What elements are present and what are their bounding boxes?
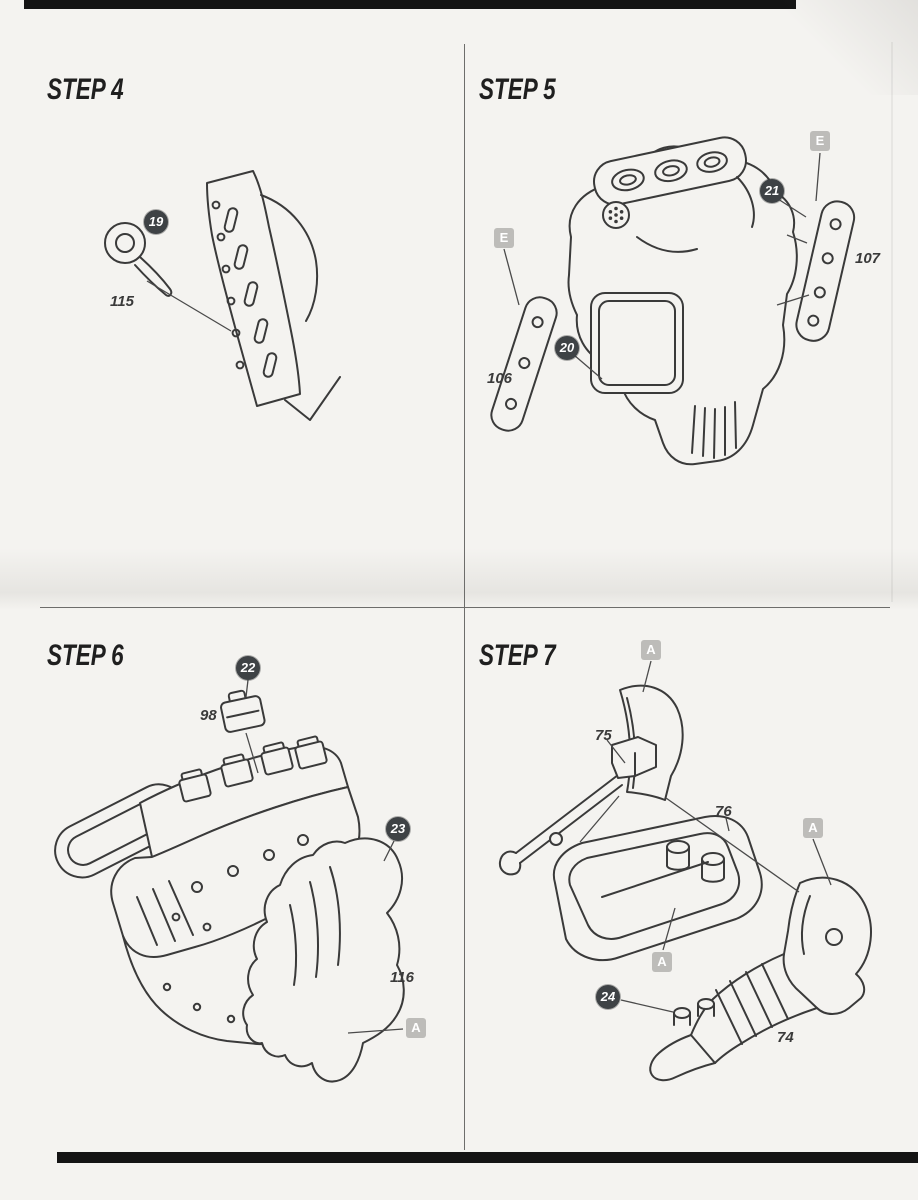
tag-E-upper-right: E [810, 131, 830, 151]
callout-19: 19 [144, 210, 168, 234]
step6-illustration [54, 679, 405, 1083]
rail-slots [223, 207, 278, 378]
lower-notch-detail [284, 376, 341, 421]
step5-illustration [490, 136, 856, 466]
tag-A-step6: A [406, 1018, 426, 1038]
step4-illustration [104, 170, 341, 421]
part-label-106: 106 [487, 370, 513, 387]
callout-23: 23 [386, 817, 410, 841]
part-label-74: 74 [777, 1029, 794, 1046]
coil-packs [178, 735, 328, 803]
callout-21: 21 [760, 179, 784, 203]
step6-leader-lines [245, 679, 404, 1034]
step7-leader-lines [579, 660, 832, 1013]
part-label-75: 75 [595, 727, 612, 744]
tag-A-right: A [803, 818, 823, 838]
rail-holes [211, 200, 245, 370]
part-label-76: 76 [715, 803, 732, 820]
bracket-plate-106 [490, 296, 558, 432]
part-label-107: 107 [855, 250, 881, 267]
step5-title: STEP 5 [479, 72, 556, 106]
part-label-115: 115 [110, 293, 134, 310]
oil-pan-drawing [552, 815, 763, 962]
tag-E-left: E [494, 228, 514, 248]
tag-A-top: A [641, 640, 661, 660]
side-cover [590, 292, 684, 394]
callout-20: 20 [555, 336, 579, 360]
step6-title: STEP 6 [47, 638, 124, 672]
linkage-rail [498, 774, 623, 876]
part-98-drawing [220, 689, 266, 733]
callout-22: 22 [236, 656, 260, 680]
distributor-dots [608, 206, 624, 224]
transmission-ribs [691, 401, 737, 459]
step7-title: STEP 7 [479, 638, 556, 672]
shield-part-A [242, 837, 405, 1083]
fold-shadow [0, 548, 918, 610]
drive-snout [649, 953, 818, 1082]
intake-deck [593, 136, 747, 206]
tag-A-center: A [652, 952, 672, 972]
frame-rail-part [206, 170, 301, 407]
step5-leader-lines [503, 152, 821, 380]
corner-shadow [778, 0, 918, 95]
drive-housing [782, 876, 872, 1015]
bottom-edge-bar [57, 1152, 918, 1163]
leader-line-115 [146, 280, 232, 332]
callout-24: 24 [596, 985, 620, 1009]
pan-studs [666, 840, 725, 883]
step7-illustration [498, 660, 872, 1082]
step4-title: STEP 4 [47, 72, 124, 106]
part-label-116: 116 [390, 969, 414, 986]
part-label-98: 98 [200, 707, 217, 724]
bracket-plate-107 [795, 200, 856, 342]
horizontal-divider [40, 607, 890, 608]
top-edge-bar [24, 0, 796, 9]
vertical-divider [464, 44, 465, 1150]
body-curve-detail [260, 194, 319, 322]
eyelet-part-115 [104, 222, 173, 297]
